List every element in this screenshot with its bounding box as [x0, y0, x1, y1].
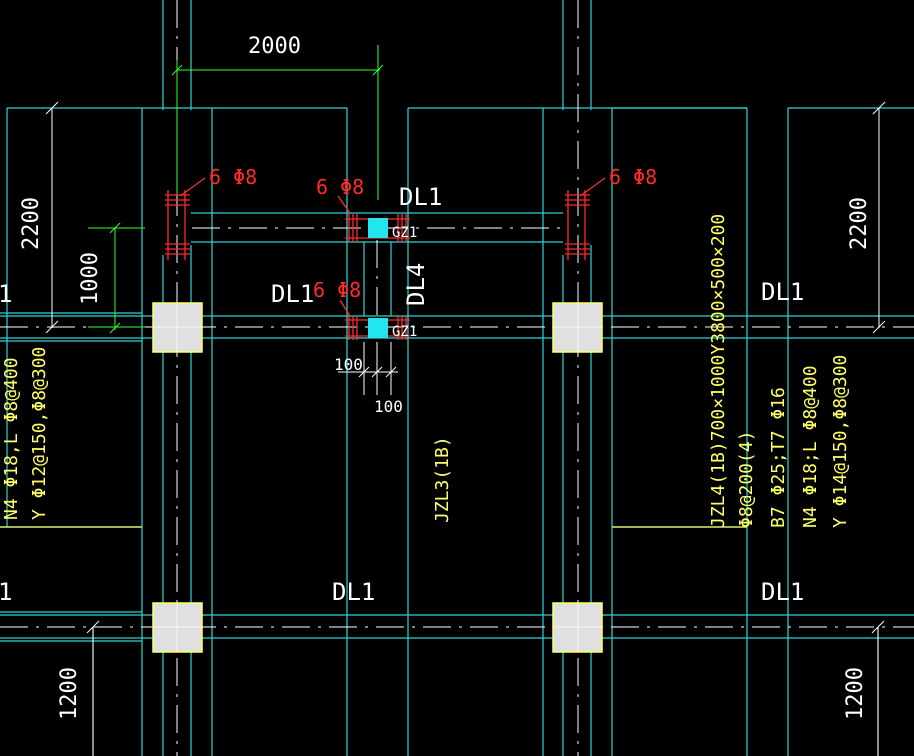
rebar-label-center-top: 6 Φ8 [316, 175, 364, 199]
beam-label-edge-lower: 1 [0, 578, 12, 606]
column-right-upper [552, 302, 603, 353]
beam-label-dl1-left: DL1 [271, 280, 314, 308]
annotation-left-line1: N4 Φ18,L Φ8@400 [1, 357, 22, 520]
gz1-column-top [368, 218, 388, 238]
dimension-top-span: 2000 [248, 34, 301, 59]
gz1-column-bottom [368, 318, 388, 338]
annotation-jzl4-line2: Φ8@200(4) [736, 430, 757, 528]
dimension-left-mid: 1000 [78, 252, 103, 305]
beam-label-dl1-right-upper: DL1 [761, 278, 804, 306]
gz1-label-bottom: GZ1 [392, 324, 417, 340]
annotation-jzl4-line1: JZL4(1B)700×1000Y3800×500×200 [708, 214, 729, 528]
rebar-label-center-mid: 6 Φ8 [313, 278, 361, 302]
dimension-small-a: 100 [334, 355, 363, 374]
rebar-label-left: 6 Φ8 [209, 165, 257, 189]
beam-label-dl1-right-lower: DL1 [761, 578, 804, 606]
column-right-lower [552, 602, 603, 653]
dimension-right-lower: 1200 [843, 667, 868, 720]
dimension-left-upper: 2200 [19, 197, 44, 250]
beam-label-dl1-center-lower: DL1 [332, 578, 375, 606]
dimension-right-upper: 2200 [847, 197, 872, 250]
column-axis-overlay [153, 303, 602, 652]
annotation-jzl4-line5: Y Φ14@150,Φ8@300 [830, 355, 851, 528]
annotation-jzl4-line4: N4 Φ18;L Φ8@400 [800, 365, 821, 528]
columns [152, 218, 603, 653]
column-left-upper [152, 302, 203, 353]
beam-label-edge-upper: 1 [0, 280, 12, 308]
rebar-label-right: 6 Φ8 [609, 165, 657, 189]
gz1-label-top: GZ1 [392, 225, 417, 241]
annotation-jzl4-line3: B7 Φ25;T7 Φ16 [768, 387, 789, 528]
beam-label-dl4: DL4 [402, 263, 430, 306]
beam-label-dl1-top: DL1 [399, 183, 442, 211]
outer-dimension-lines [45, 101, 886, 756]
dimension-lines [88, 45, 384, 334]
column-left-lower [152, 602, 203, 653]
dimension-left-lower: 1200 [57, 667, 82, 720]
annotation-left-line2: Y Φ12@150,Φ8@300 [29, 347, 50, 520]
annotation-jzl3: JZL3(1B) [432, 436, 453, 523]
dimension-small-b: 100 [374, 397, 403, 416]
